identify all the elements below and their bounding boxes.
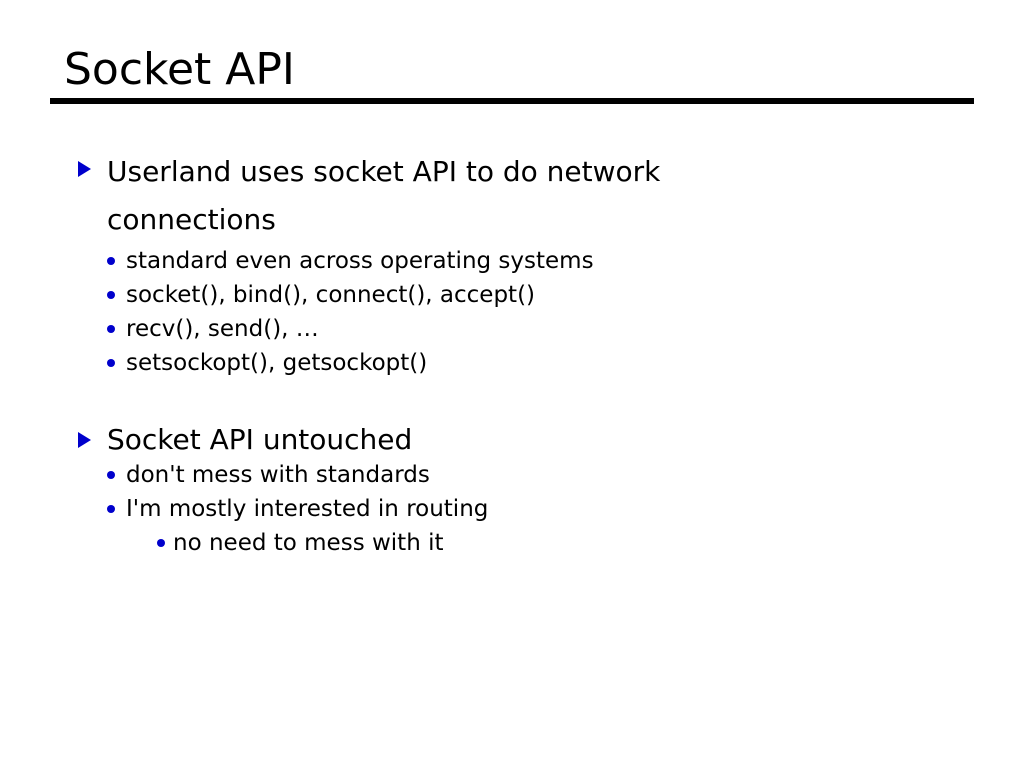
- level1-bullet-label: Userland uses socket API to do network c…: [107, 155, 661, 237]
- level3-bullet-label: no need to mess with it: [173, 530, 444, 557]
- level2-list-2: don't mess with standards I'm mostly int…: [72, 458, 972, 560]
- bullet-section-2: Socket API untouched don't mess with sta…: [72, 422, 972, 560]
- slide-body: Userland uses socket API to do network c…: [72, 148, 972, 560]
- dot-icon: [157, 539, 165, 548]
- dot-icon: [107, 471, 115, 480]
- level2-bullet-label: recv(), send(), …: [126, 316, 319, 343]
- dot-icon: [107, 359, 115, 368]
- dot-icon: [107, 325, 115, 334]
- level2-bullet-label: setsockopt(), getsockopt(): [126, 350, 428, 377]
- level2-bullet-label: socket(), bind(), connect(), accept(): [126, 282, 536, 309]
- list-item: recv(), send(), …: [72, 312, 972, 346]
- list-item: setsockopt(), getsockopt(): [72, 346, 972, 380]
- level2-bullet-label: standard even across operating systems: [126, 248, 594, 275]
- level1-bullet-label: Socket API untouched: [107, 423, 413, 457]
- title-divider: [50, 98, 974, 104]
- dot-icon: [107, 257, 115, 266]
- list-item: I'm mostly interested in routing: [72, 492, 972, 526]
- page-title: Socket API: [64, 44, 295, 95]
- list-item: socket(), bind(), connect(), accept(): [72, 278, 972, 312]
- section-spacer: [72, 380, 972, 422]
- slide-title-block: Socket API: [50, 48, 974, 104]
- level2-bullet-label: I'm mostly interested in routing: [126, 496, 489, 523]
- bullet-section-1: Userland uses socket API to do network c…: [72, 148, 972, 380]
- level1-bullet-userland: Userland uses socket API to do network c…: [72, 148, 797, 244]
- level1-bullet-socket-api-untouched: Socket API untouched: [72, 422, 797, 458]
- list-item: standard even across operating systems: [72, 244, 972, 278]
- list-item: no need to mess with it: [72, 526, 972, 560]
- level2-bullet-label: don't mess with standards: [126, 462, 430, 489]
- list-item: don't mess with standards: [72, 458, 972, 492]
- level2-list-1: standard even across operating systems s…: [72, 244, 972, 380]
- triangle-right-icon: [78, 161, 91, 177]
- dot-icon: [107, 291, 115, 300]
- dot-icon: [107, 505, 115, 514]
- triangle-right-icon: [78, 432, 91, 449]
